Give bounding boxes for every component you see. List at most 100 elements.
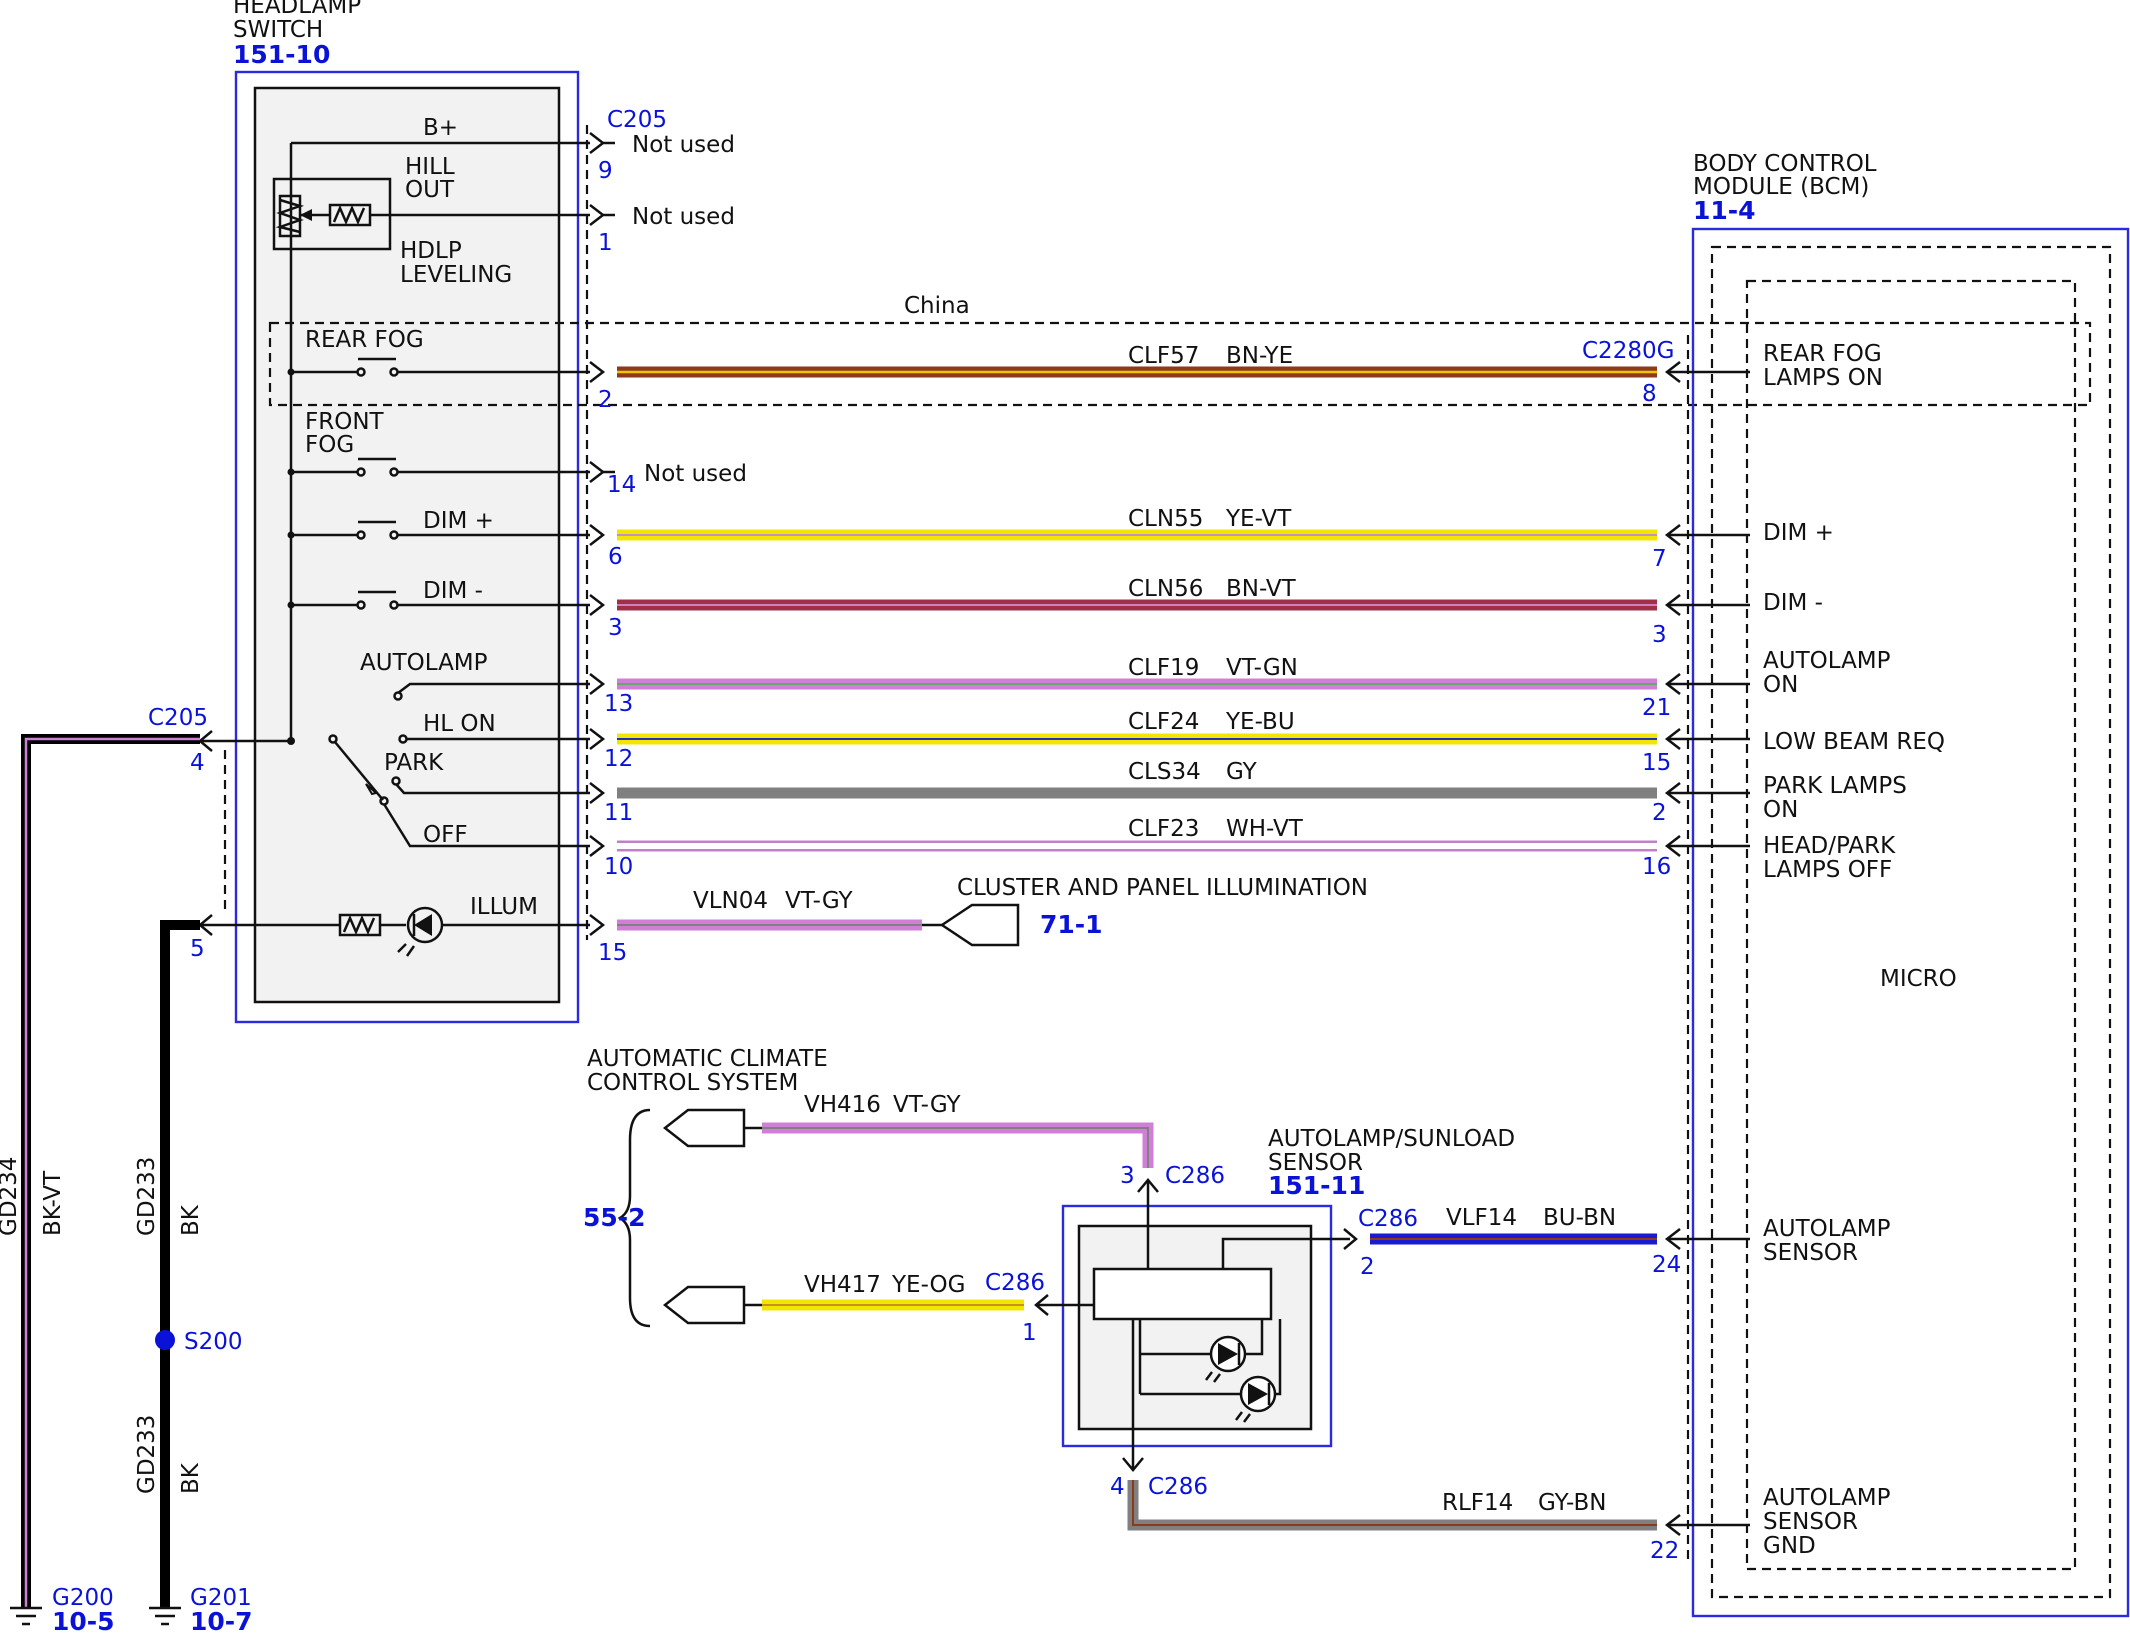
sensor-pin3-arrow — [1137, 1178, 1159, 1193]
pin-arrow — [589, 782, 606, 804]
climate-ref[interactable]: 55-2 — [583, 1203, 646, 1232]
cluster-connector-icon — [939, 903, 1020, 947]
wire-vh417-color: YE-OG — [891, 1272, 965, 1298]
c205-pins: C205 9 Not used 1 Not used 14 Not used — [589, 107, 747, 936]
rotor-pivot — [328, 734, 338, 744]
headlamp-switch-outline — [234, 70, 580, 1024]
wire-cln55-pin-right: 7 — [1652, 546, 1667, 572]
wire-clf19-pin-right: 21 — [1642, 695, 1671, 721]
bcm-sensor-gnd-3: GND — [1763, 1533, 1816, 1559]
g200-ref[interactable]: 10-5 — [52, 1607, 115, 1633]
wire-vlf14-pin: 24 — [1652, 1252, 1681, 1278]
bcm-rear-fog-1: REAR FOG — [1763, 341, 1882, 367]
wire-clf23-pin-left: 10 — [604, 854, 633, 880]
climate-connector-1-icon — [662, 1108, 746, 1148]
bcm-park-on-1: PARK LAMPS — [1763, 773, 1907, 799]
pin-arrow — [589, 204, 606, 226]
sensor-ref[interactable]: 151-11 — [1268, 1171, 1365, 1200]
sensor-c286-left: C286 — [985, 1270, 1045, 1296]
pin-1: 1 — [598, 230, 613, 256]
bcm-park-on-2: ON — [1763, 797, 1798, 823]
c205-left-label: C205 — [148, 705, 208, 731]
pin-arrow — [589, 914, 606, 936]
sensor-title-1: AUTOLAMP/SUNLOAD — [1268, 1126, 1515, 1152]
bk-label: BK — [178, 1204, 204, 1236]
headlamp-switch-title-2: SWITCH — [233, 17, 323, 43]
dim-plus-contact-a — [356, 530, 366, 540]
pin-arrow — [589, 132, 606, 154]
wire-vh416-color: VT-GY — [893, 1092, 961, 1118]
dim-plus-label: DIM + — [423, 508, 494, 534]
sensor-pin3: 3 — [1120, 1163, 1135, 1189]
gd233-wire[interactable] — [160, 920, 200, 1608]
sensor-pin4-arrow — [1122, 1457, 1144, 1472]
wire-vh416-stripe — [762, 1127, 1149, 1168]
s200-splice — [155, 1330, 175, 1350]
wire-cls34-color: GY — [1226, 759, 1258, 785]
rear-fog-contact-b — [389, 367, 399, 377]
china-label: China — [904, 293, 970, 319]
bcm-inner-dashed — [1710, 245, 2112, 1599]
sensor-panel — [1077, 1224, 1313, 1431]
rear-fog-label: REAR FOG — [305, 327, 424, 353]
pin-arrow — [589, 728, 606, 750]
wire-cls34-circuit: CLS34 — [1128, 759, 1201, 785]
wire-vh417-circuit: VH417 — [804, 1272, 881, 1298]
wire-clf23-circuit: CLF23 — [1128, 816, 1199, 842]
sensor-light-ray — [1205, 1371, 1213, 1381]
pin-9: 9 — [598, 158, 613, 184]
cluster-ref[interactable]: 71-1 — [1040, 910, 1103, 939]
bcm-autolamp-sensor-1: AUTOLAMP — [1763, 1216, 1891, 1242]
china-option-region — [268, 321, 2092, 407]
bcm-dim-plus: DIM + — [1763, 520, 1834, 546]
bus-node — [287, 531, 295, 539]
bcm-ref[interactable]: 11-4 — [1693, 196, 1756, 225]
sensor-c286-bottom: C286 — [1148, 1474, 1208, 1500]
sensor-pin1: 1 — [1022, 1320, 1037, 1346]
headlamp-switch-ref[interactable]: 151-10 — [233, 40, 330, 69]
wire-vh416[interactable] — [762, 1122, 1154, 1168]
park-label: PARK — [384, 750, 444, 776]
wire-cln55-circuit: CLN55 — [1128, 506, 1203, 532]
sensor-pin2-line — [1221, 1237, 1350, 1269]
climate-title-1: AUTOMATIC CLIMATE — [587, 1046, 828, 1072]
wire-rlf14-stripe — [1132, 1480, 1657, 1526]
sensor-light-ray — [1235, 1411, 1243, 1421]
sensor-c286-right: C286 — [1358, 1206, 1418, 1232]
gd234-wire-stripe — [24, 737, 200, 1608]
off-out — [382, 803, 590, 848]
bcm-low-beam: LOW BEAM REQ — [1763, 729, 1945, 755]
wire-clf19-pin-left: 13 — [604, 691, 633, 717]
wire-clf24-pin-right: 15 — [1642, 750, 1671, 776]
sensor-pin4: 4 — [1110, 1474, 1125, 1500]
bk-label-lower: BK — [178, 1462, 204, 1494]
pin-14: 14 — [607, 472, 636, 498]
climate-sensor: AUTOMATIC CLIMATE CONTROL SYSTEM 55-2 VH… — [583, 1046, 1681, 1564]
gd234-label: GD234 — [0, 1157, 22, 1236]
g201-ref[interactable]: 10-7 — [190, 1607, 253, 1633]
wire-clf57-pin-right: 8 — [1642, 381, 1657, 407]
hill-out-label-1: HILL — [405, 154, 455, 180]
pin-arrow — [589, 594, 606, 616]
gd233-label: GD233 — [134, 1157, 160, 1236]
pin-arrow — [589, 361, 606, 383]
bk-vt-label: BK-VT — [40, 1170, 66, 1236]
dim-minus-label: DIM - — [423, 578, 483, 604]
wire-clf19-circuit: CLF19 — [1128, 655, 1199, 681]
wire-clf24-circuit: CLF24 — [1128, 709, 1199, 735]
wire-vlf14-circuit: VLF14 — [1446, 1205, 1517, 1231]
autolamp-out — [397, 682, 590, 694]
sensor-photodiode-triangle — [1218, 1343, 1238, 1365]
headlamp-switch-panel — [253, 86, 561, 1004]
wire-cln56-color: BN-VT — [1226, 576, 1297, 602]
wire-cls34-pin-left: 11 — [604, 800, 633, 826]
sensor-outline — [1061, 1204, 1333, 1448]
leveling-resistor-zigzag — [332, 204, 366, 226]
wiper-arrow — [300, 209, 312, 221]
bcm: BODY CONTROL MODULE (BCM) 11-4 MICRO REA… — [1664, 151, 2130, 1618]
wire-vln04-circuit: VLN04 — [693, 888, 768, 914]
not-used-9: Not used — [632, 132, 735, 158]
bus-node — [287, 601, 295, 609]
wire-rlf14-circuit: RLF14 — [1442, 1490, 1513, 1516]
